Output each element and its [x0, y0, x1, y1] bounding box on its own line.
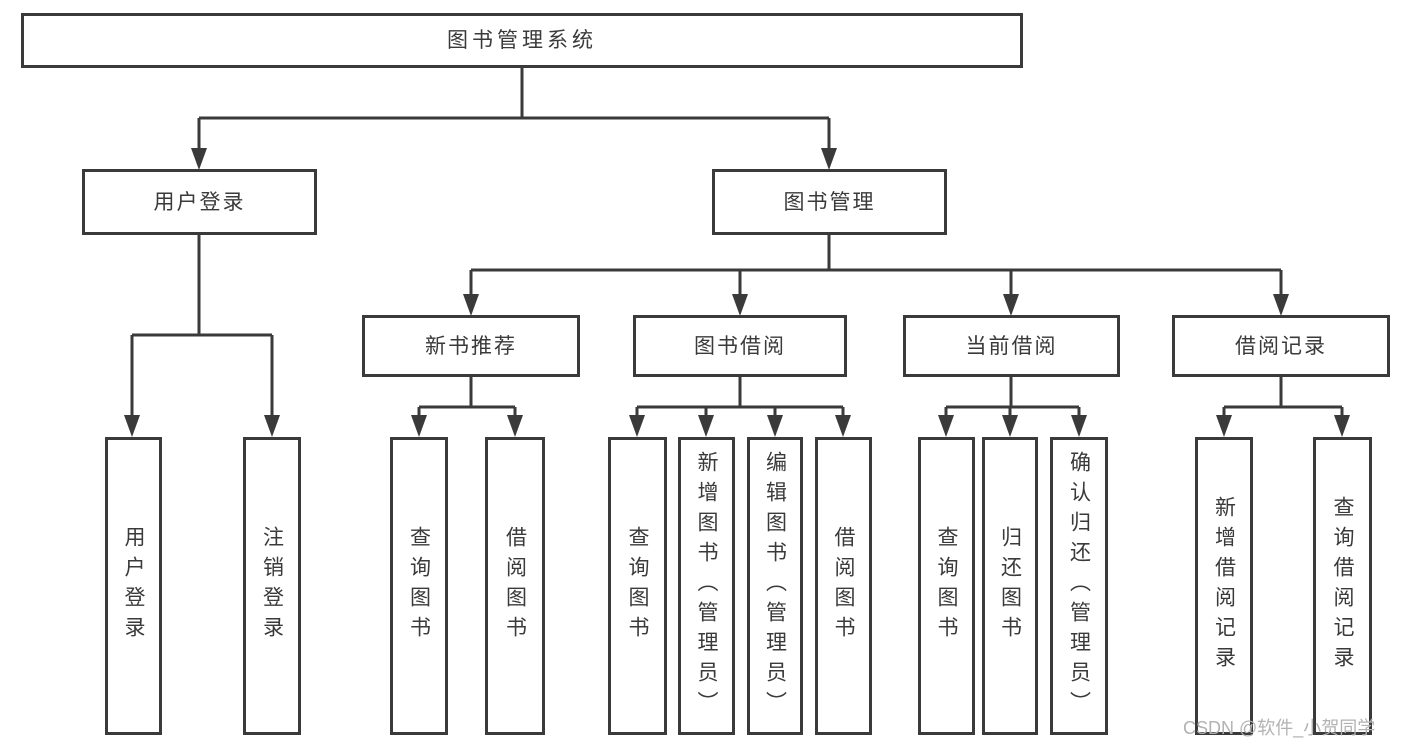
- leaf-records-query-record: 查询借阅记录: [1313, 437, 1372, 735]
- node-root-system: 图书管理系统: [21, 13, 1023, 68]
- node-label: 查询图书: [407, 526, 431, 646]
- leaf-records-add-record: 新增借阅记录: [1195, 437, 1253, 735]
- node-label: 查询借阅记录: [1331, 496, 1354, 676]
- connector-paths: [130, 68, 1344, 419]
- node-label: 借阅图书: [832, 526, 855, 646]
- node-label: 图书管理: [783, 190, 876, 214]
- node-label: 图书借阅: [694, 334, 786, 358]
- node-label: 注销登录: [260, 526, 284, 646]
- leaf-borrowing-borrow-books: 借阅图书: [815, 437, 872, 735]
- node-borrowing-records: 借阅记录: [1172, 315, 1390, 377]
- arrowheads: [124, 148, 1350, 437]
- node-label: 用户登录: [122, 526, 145, 646]
- node-current-borrowing: 当前借阅: [903, 315, 1120, 377]
- node-label: 新增借阅记录: [1212, 496, 1236, 676]
- node-label: 编辑图书（管理员）: [763, 451, 787, 721]
- node-label: 查询图书: [935, 526, 958, 646]
- node-label: 查询图书: [626, 526, 649, 646]
- leaf-recommend-borrow-books: 借阅图书: [485, 437, 545, 735]
- node-new-book-recommend: 新书推荐: [362, 315, 580, 377]
- watermark-text: CSDN @软件_小贺同学: [1183, 718, 1376, 738]
- node-label: 当前借阅: [965, 334, 1058, 358]
- leaf-recommend-query-books: 查询图书: [390, 437, 448, 735]
- leaf-current-query-books: 查询图书: [918, 437, 975, 735]
- node-label: 确认归还（管理员）: [1067, 451, 1091, 721]
- node-label: 新增图书（管理员）: [695, 451, 718, 721]
- leaf-borrowing-edit-books-admin: 编辑图书（管理员）: [747, 437, 803, 735]
- leaf-logout: 注销登录: [243, 437, 301, 735]
- node-label: 新书推荐: [425, 334, 517, 358]
- node-user-login: 用户登录: [82, 169, 317, 235]
- node-label: 图书管理系统: [447, 29, 597, 52]
- node-label: 借阅图书: [503, 526, 527, 646]
- node-label: 归还图书: [998, 526, 1022, 646]
- leaf-current-return-books: 归还图书: [982, 437, 1038, 735]
- node-label: 用户登录: [153, 190, 246, 214]
- leaf-current-confirm-return-admin: 确认归还（管理员）: [1050, 437, 1108, 735]
- node-label: 借阅记录: [1235, 334, 1327, 358]
- leaf-borrowing-query-books: 查询图书: [608, 437, 667, 735]
- node-book-borrowing: 图书借阅: [633, 315, 847, 377]
- leaf-user-login: 用户登录: [105, 437, 162, 735]
- node-book-management: 图书管理: [712, 169, 947, 235]
- leaf-borrowing-add-books-admin: 新增图书（管理员）: [678, 437, 735, 735]
